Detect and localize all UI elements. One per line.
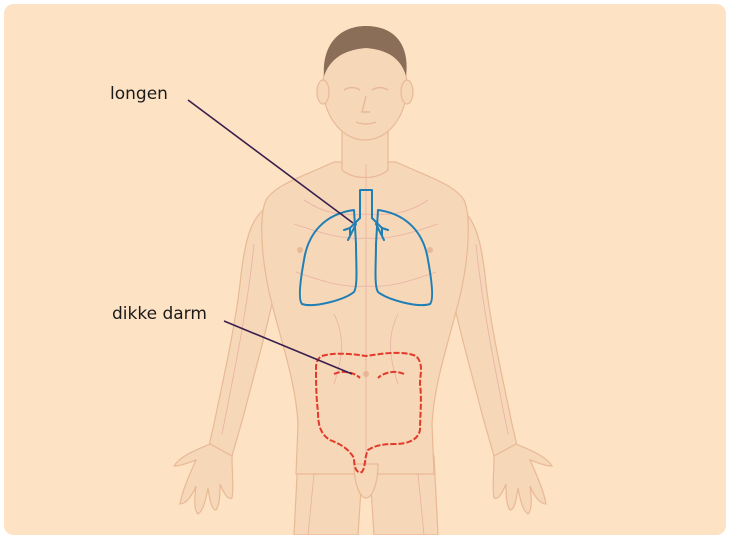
right-ear — [401, 80, 413, 104]
lungs-label: longen — [110, 84, 168, 104]
left-nipple — [297, 247, 303, 253]
left-ear — [317, 80, 329, 104]
colon-label: dikke darm — [112, 304, 207, 324]
right-nipple — [427, 247, 433, 253]
diagram-panel: longen dikke darm — [4, 4, 726, 535]
